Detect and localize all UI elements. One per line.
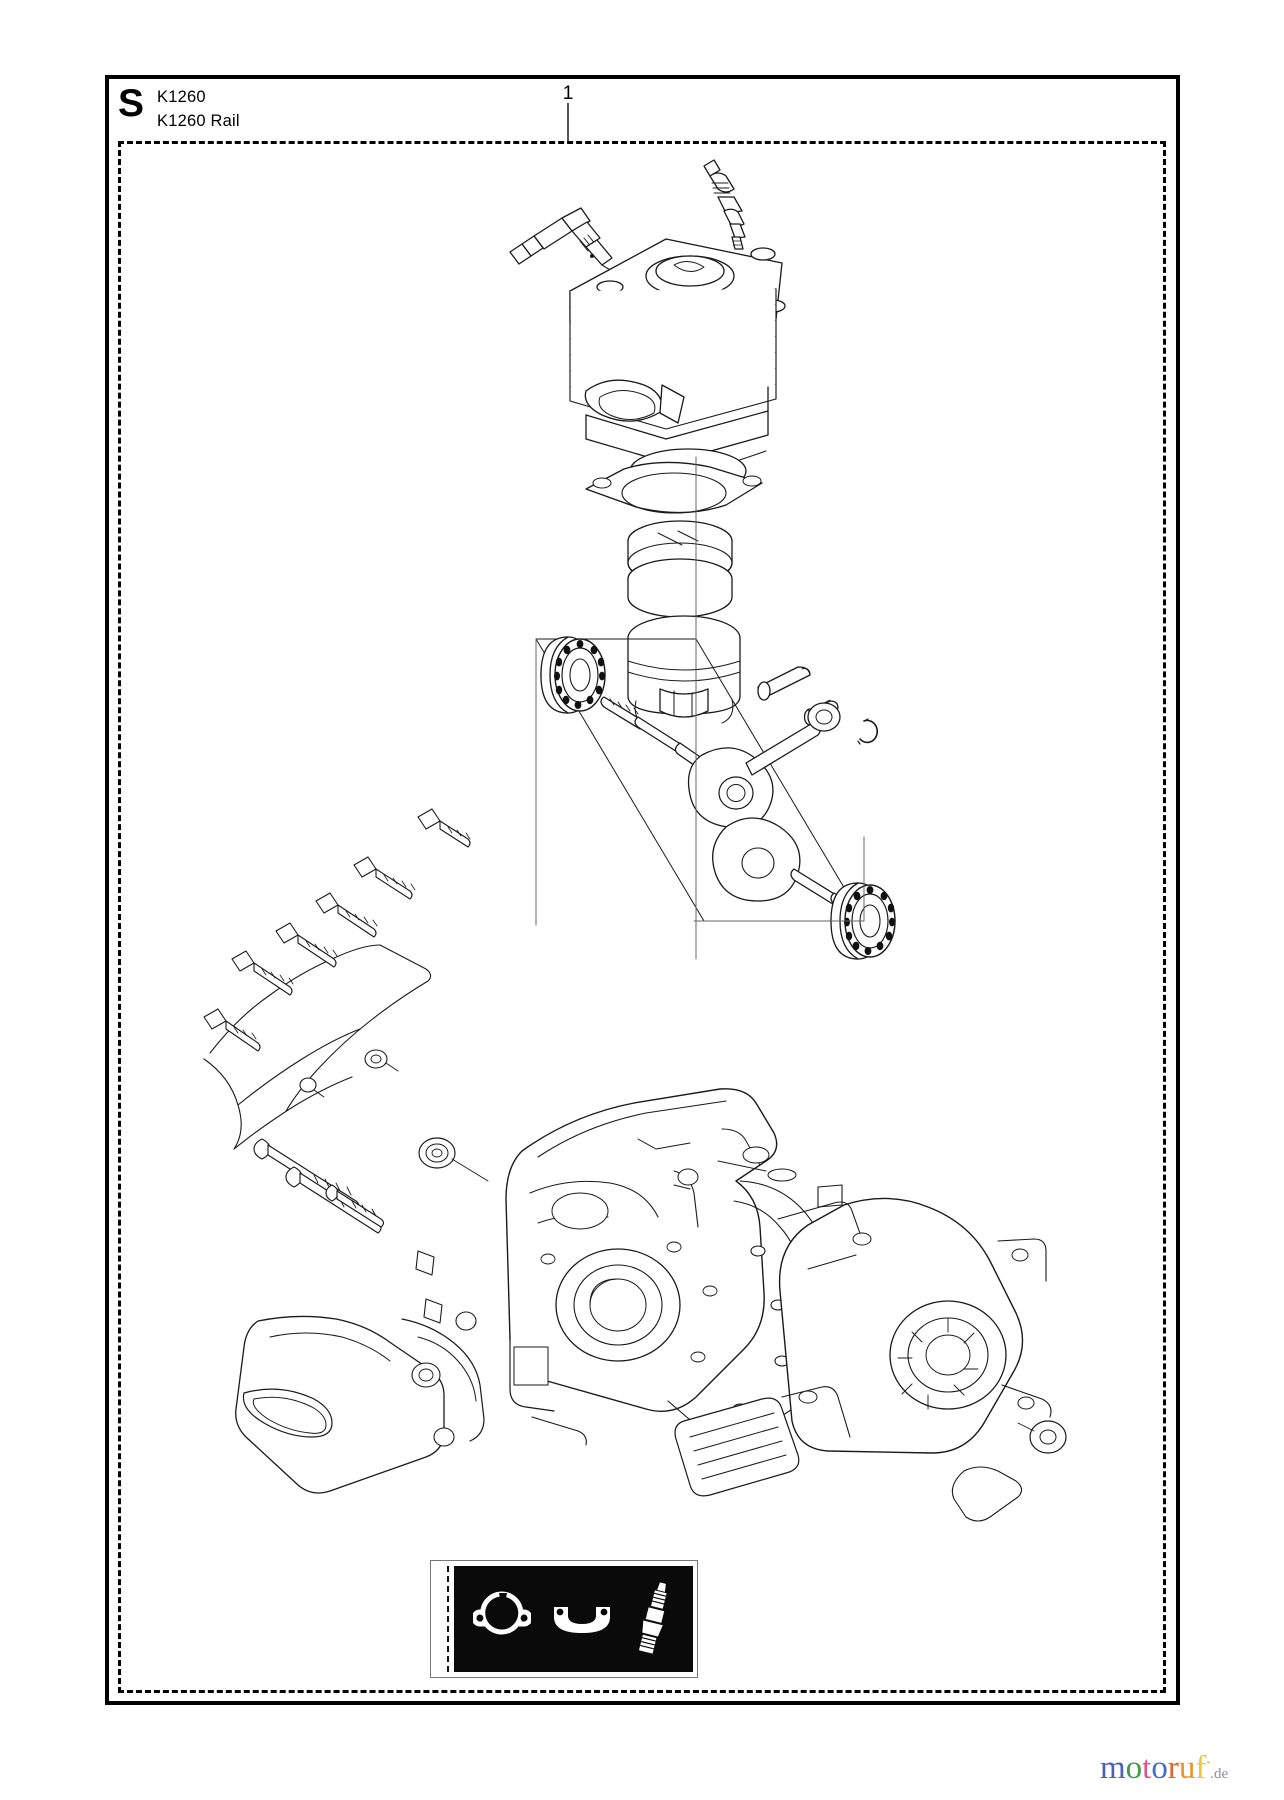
inset-black-panel bbox=[454, 1566, 693, 1672]
gasket-kit-inset bbox=[430, 1560, 698, 1678]
crankcase-half-right-part bbox=[674, 1197, 1067, 1497]
diagram-header: S K1260 K1260 Rail bbox=[118, 82, 240, 131]
piston-rings-part bbox=[627, 520, 733, 618]
callout-leader-line bbox=[567, 103, 569, 143]
watermark-tld: .de bbox=[1210, 1766, 1229, 1782]
crankcase-half-left-part bbox=[505, 1088, 797, 1446]
construction-lines bbox=[535, 456, 865, 960]
watermark-letter-o2: o bbox=[1151, 1750, 1168, 1786]
clutch-cover-part bbox=[235, 1250, 485, 1494]
piston-part bbox=[627, 615, 741, 726]
spark-plug-part bbox=[703, 159, 746, 250]
model-list: K1260 K1260 Rail bbox=[157, 82, 240, 131]
crankshaft-part bbox=[600, 696, 864, 921]
watermark-letter-t: t bbox=[1142, 1750, 1152, 1786]
drawing-canvas bbox=[203, 159, 1067, 1522]
exploded-drawing bbox=[118, 141, 1166, 1693]
spark-plug-icon bbox=[638, 1582, 667, 1654]
cover-plate-part bbox=[951, 1466, 1023, 1522]
piston-pin-part bbox=[757, 666, 811, 701]
group-callout: 1 bbox=[548, 83, 588, 143]
model-name-secondary: K1260 Rail bbox=[157, 111, 240, 130]
screw-set-upper-part bbox=[203, 808, 471, 1150]
decompression-valve-part bbox=[509, 207, 621, 277]
watermark-letter-o1: o bbox=[1125, 1750, 1143, 1786]
model-name-primary: K1260 bbox=[157, 88, 206, 106]
curved-gasket-icon bbox=[554, 1607, 611, 1633]
callout-number: 1 bbox=[562, 83, 574, 104]
watermark-letter-u: u bbox=[1178, 1750, 1196, 1786]
watermark-dot: • bbox=[1206, 1757, 1211, 1769]
watermark-letter-f: f bbox=[1195, 1750, 1207, 1786]
round-flange-gasket-icon bbox=[473, 1591, 532, 1645]
inset-dashed-divider bbox=[447, 1566, 449, 1672]
watermark-motoruf: motoruf•.de bbox=[1100, 1752, 1228, 1785]
section-letter: S bbox=[118, 82, 144, 125]
circlip-part bbox=[857, 718, 879, 745]
cylinder-part bbox=[569, 238, 786, 494]
ball-bearing-left-part bbox=[540, 636, 606, 714]
watermark-letter-r: r bbox=[1167, 1750, 1179, 1786]
watermark-letter-m: m bbox=[1100, 1750, 1126, 1786]
